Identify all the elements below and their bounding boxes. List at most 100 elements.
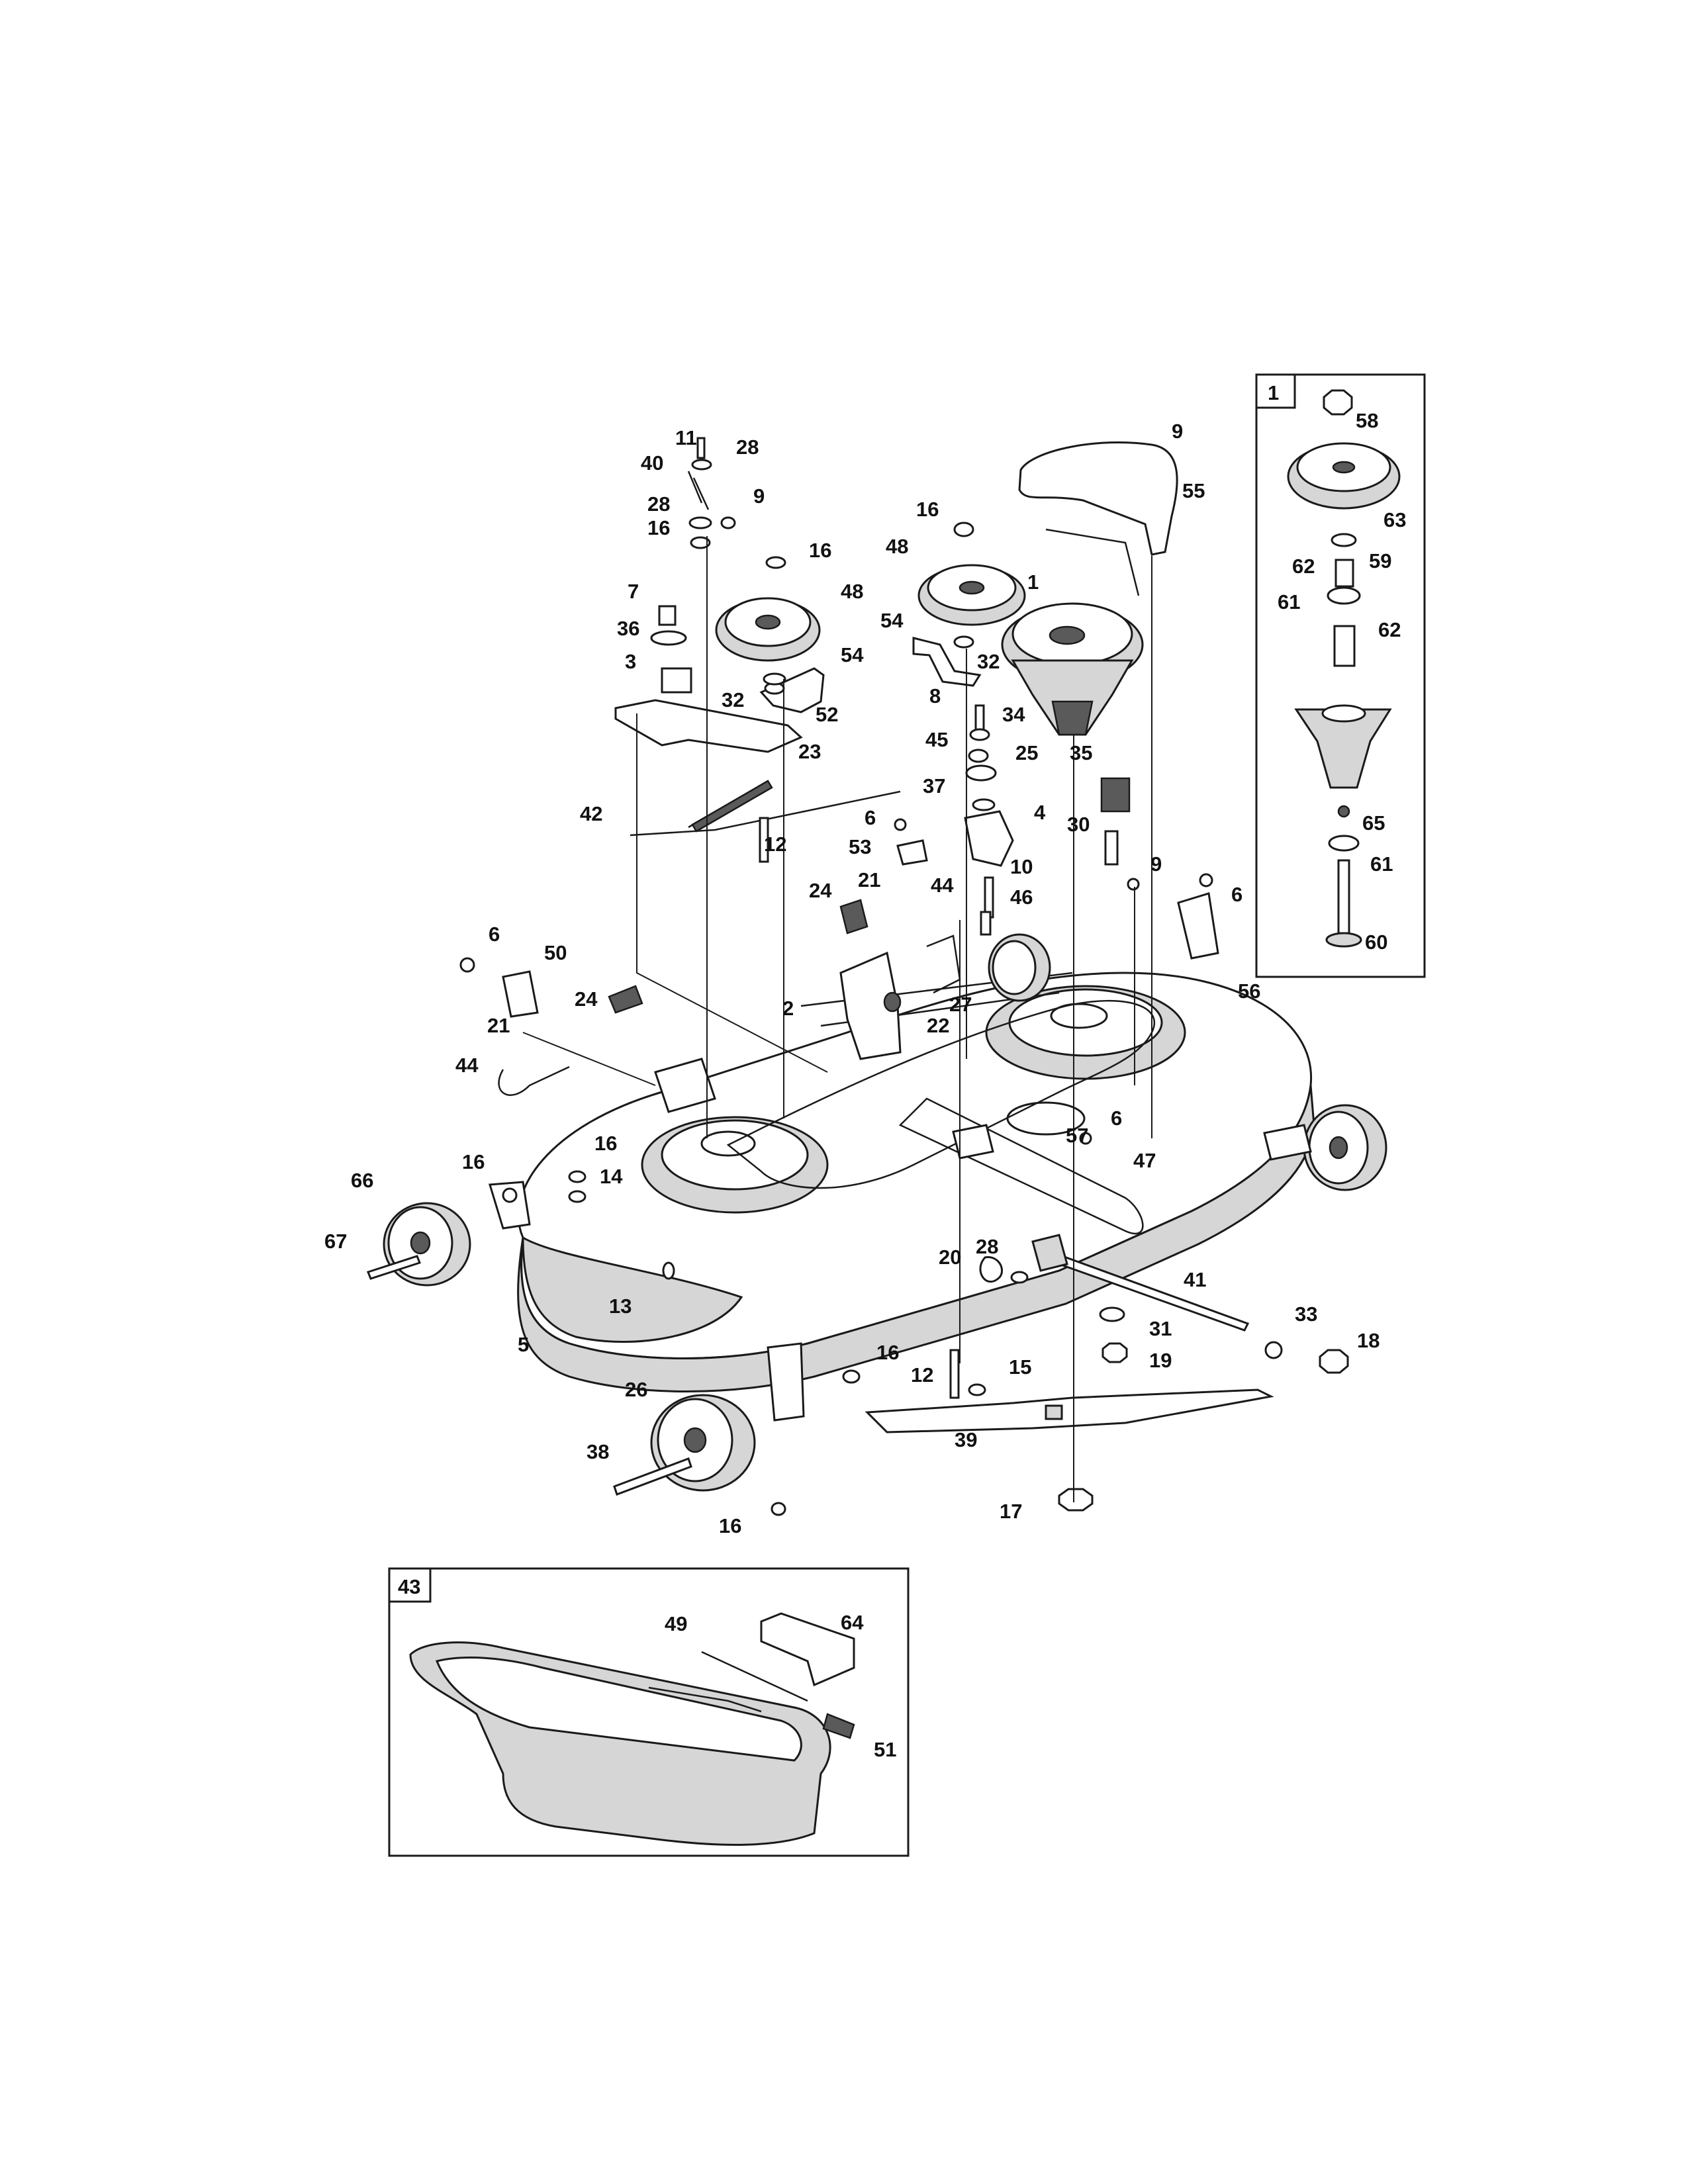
mower-blade	[865, 1388, 1274, 1512]
callout-c4: 4	[1034, 801, 1046, 824]
wheel-bracket-left	[489, 1181, 531, 1230]
callout-c9c: 9	[1172, 420, 1183, 443]
gauge-wheel-right	[1303, 1104, 1387, 1191]
callout-c20: 20	[939, 1246, 961, 1269]
callout-c57: 57	[1066, 1124, 1088, 1147]
callout-c54b: 54	[880, 609, 904, 632]
callout-c12b: 12	[911, 1363, 933, 1387]
callout-c32b: 32	[977, 650, 1000, 673]
callout-c28b: 28	[647, 492, 670, 516]
callout-c8: 8	[929, 684, 941, 707]
callout-c64: 64	[841, 1611, 864, 1634]
callout-c24b: 24	[575, 987, 598, 1011]
callout-c60: 60	[1365, 931, 1387, 954]
callout-c16b: 16	[809, 539, 831, 562]
bracket-56	[1177, 873, 1219, 960]
callout-c66: 66	[351, 1169, 373, 1192]
callout-c55: 55	[1182, 479, 1205, 502]
lift-bracket-2	[839, 899, 961, 1060]
callout-c13: 13	[609, 1295, 632, 1318]
callout-c6d: 6	[1111, 1107, 1122, 1130]
callout-c48b: 48	[886, 535, 908, 558]
washer-31	[1099, 1306, 1125, 1322]
pulley-cover	[1018, 441, 1178, 556]
callout-c16g: 16	[719, 1514, 741, 1537]
callout-c18: 18	[1357, 1329, 1380, 1352]
callout-c40: 40	[641, 451, 663, 475]
callout-c9a: 9	[753, 484, 765, 508]
callout-c1main: 1	[1027, 570, 1039, 594]
nut-18	[1319, 1349, 1349, 1374]
callout-c24a: 24	[809, 879, 832, 902]
wheel-bracket-rear	[767, 1342, 805, 1422]
callout-c47: 47	[1133, 1149, 1156, 1172]
callout-c44a: 44	[931, 874, 954, 897]
callout-c30: 30	[1067, 813, 1090, 836]
callout-c6a: 6	[865, 806, 876, 829]
callout-c37: 37	[923, 774, 945, 797]
callout-c35: 35	[1070, 741, 1092, 764]
callout-c63: 63	[1383, 508, 1406, 531]
callout-c62b: 62	[1378, 618, 1401, 641]
nut-19	[1102, 1342, 1128, 1363]
callout-c32a: 32	[722, 688, 744, 711]
callout-c31: 31	[1149, 1317, 1172, 1340]
callout-c53: 53	[849, 835, 871, 858]
gauge-wheel-front-left	[383, 1202, 471, 1287]
callout-c42: 42	[580, 802, 602, 825]
callout-c11a: 11	[675, 426, 697, 449]
callout-c28c: 28	[976, 1235, 998, 1258]
callout-c50: 50	[544, 941, 567, 964]
inset-spindle-frame: 1	[1255, 373, 1426, 978]
spindle-assembly-main	[1001, 602, 1144, 736]
callout-c65: 65	[1362, 811, 1385, 835]
wheel-bolt-67	[367, 1255, 421, 1280]
inset-mulch-kit-frame: 43	[388, 1567, 910, 1857]
callout-c27: 27	[949, 993, 972, 1016]
callout-c54a: 54	[841, 643, 864, 666]
callout-c2: 2	[782, 997, 794, 1020]
callout-c6c: 6	[489, 923, 500, 946]
mulch-kit-parts	[409, 1612, 855, 1846]
callout-c16e: 16	[462, 1150, 485, 1173]
callout-c34: 34	[1002, 703, 1025, 726]
inset-spindle-label: 1	[1268, 381, 1279, 404]
callout-c5: 5	[518, 1333, 529, 1356]
callout-c44b: 44	[455, 1054, 479, 1077]
callout-c28a: 28	[736, 435, 759, 459]
wheel-bolt-38	[613, 1457, 692, 1496]
callout-c61b: 61	[1370, 852, 1393, 876]
callout-c9b: 9	[1150, 852, 1162, 876]
callout-c62a: 62	[1292, 555, 1315, 578]
callout-c56: 56	[1238, 979, 1260, 1003]
gauge-wheel-rear-right	[988, 933, 1051, 1002]
callout-c23: 23	[798, 740, 821, 763]
lower-hardware	[502, 1124, 1092, 1516]
callout-c14: 14	[600, 1165, 623, 1188]
callout-c67: 67	[324, 1230, 347, 1253]
callout-c16a: 16	[647, 516, 670, 539]
callout-c7: 7	[628, 580, 639, 603]
callout-c45: 45	[925, 728, 948, 751]
callout-c19: 19	[1149, 1349, 1172, 1372]
inset-mulch-kit-label: 43	[398, 1575, 420, 1598]
callout-c22: 22	[927, 1014, 949, 1037]
callout-c16f: 16	[876, 1341, 899, 1364]
callout-c58: 58	[1356, 409, 1378, 432]
callout-c46: 46	[1010, 886, 1033, 909]
callout-c15: 15	[1009, 1355, 1031, 1379]
callout-c39: 39	[955, 1428, 977, 1451]
callout-c21b: 21	[487, 1014, 510, 1037]
mower-deck-housing	[517, 972, 1315, 1392]
wheel-bracket-right	[1263, 1124, 1312, 1161]
callout-c16c: 16	[916, 498, 939, 521]
callout-c38: 38	[586, 1440, 609, 1463]
callout-c33: 33	[1295, 1302, 1317, 1326]
callout-c49: 49	[665, 1612, 687, 1635]
callout-c25: 25	[1015, 741, 1038, 764]
callout-c3: 3	[625, 650, 636, 673]
callout-c10: 10	[1010, 855, 1033, 878]
callout-c12a: 12	[764, 833, 786, 856]
callout-c16d: 16	[594, 1132, 617, 1155]
